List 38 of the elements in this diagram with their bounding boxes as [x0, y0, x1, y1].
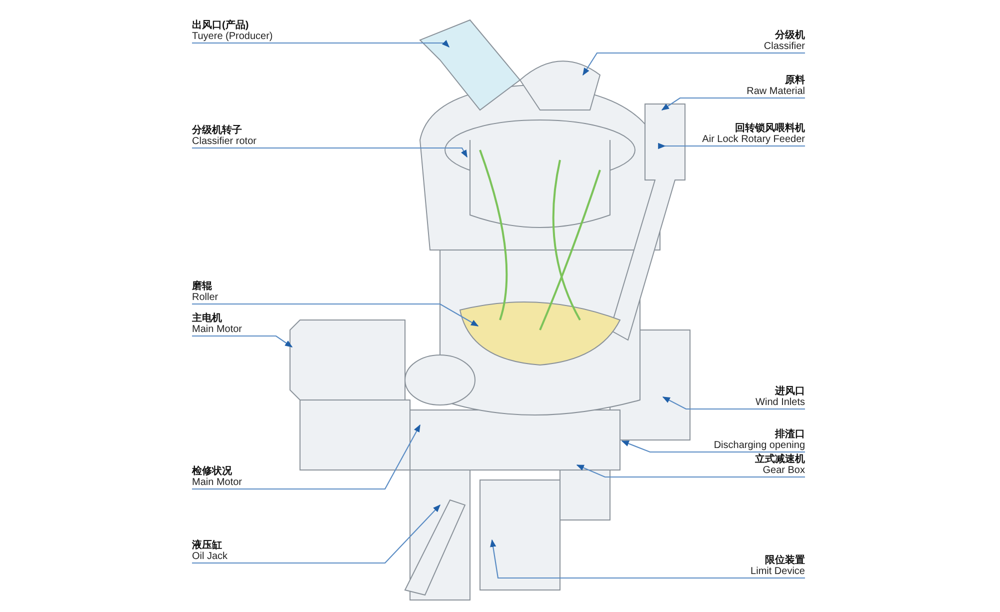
callout-text: Wind Inlets	[756, 397, 805, 408]
callout-title: 磨辊	[192, 281, 213, 292]
leader-line	[192, 424, 420, 490]
leader-line	[661, 97, 805, 110]
callout-title: 立式减速机	[755, 454, 805, 465]
callout-text: Discharging opening	[714, 440, 805, 451]
callout-text: Main Motor	[192, 324, 242, 335]
leader-line	[192, 504, 441, 564]
callout-title: 回转锁风喂料机	[734, 123, 805, 134]
leader-line	[490, 539, 805, 579]
callout-text: Main Motor	[192, 477, 242, 488]
callout-title: 分级机转子	[192, 125, 243, 136]
leader-line	[662, 396, 805, 410]
leader-line	[192, 40, 450, 48]
leader-line	[192, 147, 468, 158]
callout-title: 检修状况	[192, 466, 233, 477]
leader-line	[192, 303, 479, 326]
callout-text: Raw Material	[746, 86, 805, 97]
callout-text: Roller	[192, 292, 218, 303]
callout-text: Limit Device	[750, 566, 805, 577]
callout-title: 出风口(产品)	[192, 20, 250, 31]
callout-title: 液压缸	[192, 540, 223, 551]
leader-line	[192, 335, 293, 348]
callout-text: Tuyere (Producer)	[192, 31, 273, 42]
leader-line	[621, 440, 805, 453]
callout-title: 主电机	[192, 313, 223, 324]
callout-title: 分级机	[774, 30, 805, 41]
callout-text: Classifier rotor	[192, 136, 256, 147]
callout-title: 进风口	[774, 386, 805, 397]
callout-text: Classifier	[764, 41, 805, 52]
callout-text: Oil Jack	[192, 551, 228, 562]
callout-title: 原料	[784, 75, 805, 86]
callout-title: 排渣口	[774, 429, 805, 440]
callout-text: Air Lock Rotary Feeder	[702, 134, 805, 145]
callout-text: Gear Box	[762, 465, 805, 476]
leader-line	[576, 464, 805, 478]
callout-title: 限位装置	[764, 555, 805, 566]
leader-line	[582, 52, 805, 76]
